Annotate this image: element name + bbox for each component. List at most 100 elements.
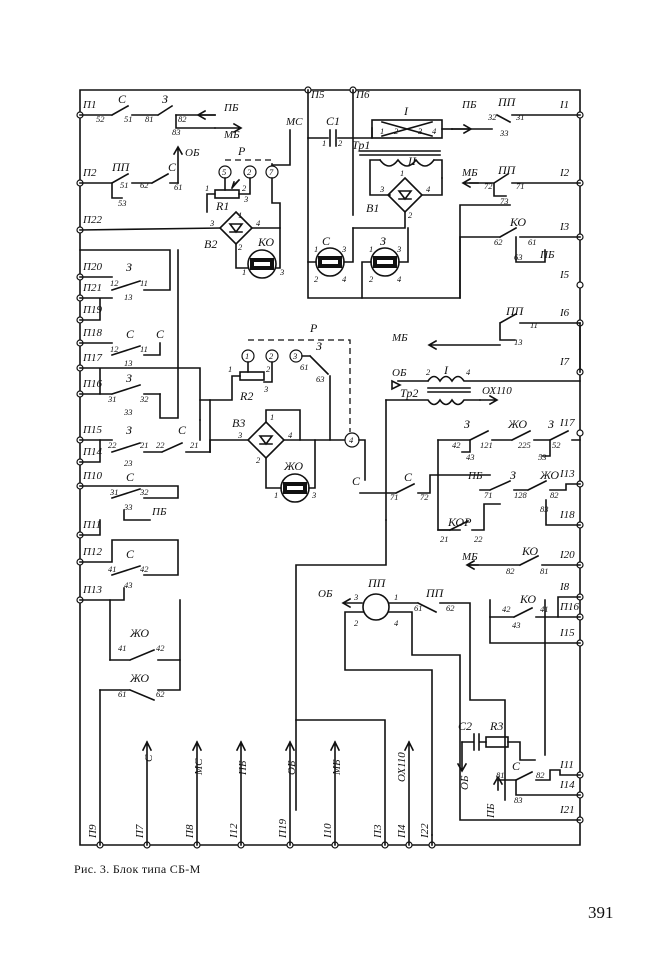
svg-text:41: 41 <box>118 643 127 653</box>
svg-text:ОБ: ОБ <box>185 147 200 159</box>
svg-text:ЖО: ЖО <box>539 468 559 482</box>
svg-text:53: 53 <box>118 198 127 208</box>
bottom-terminals: П9 П7 П8 I12 П19 I10 П3 П4 I22 <box>87 819 436 849</box>
svg-text:ПБ: ПБ <box>237 760 249 776</box>
svg-text:КО: КО <box>257 235 274 249</box>
svg-text:62: 62 <box>446 603 455 613</box>
svg-text:83: 83 <box>540 504 549 514</box>
svg-text:11: 11 <box>140 344 148 354</box>
svg-text:62: 62 <box>156 689 165 699</box>
svg-text:В1: В1 <box>366 201 379 215</box>
svg-text:2: 2 <box>256 455 261 465</box>
svg-text:ПП: ПП <box>497 95 517 109</box>
svg-text:43: 43 <box>512 620 521 630</box>
svg-text:4: 4 <box>466 367 471 377</box>
contact-group-left-middle: З 12 11 13 С С 12 11 13 З 31 32 33 З С 2… <box>79 249 211 601</box>
svg-text:1: 1 <box>274 490 278 500</box>
svg-text:81: 81 <box>145 114 154 124</box>
svg-text:ОБ: ОБ <box>286 760 298 775</box>
svg-text:32: 32 <box>139 487 149 497</box>
rc-snubber-module: C2 R3 ОБ С 81 82 83 ПБ <box>456 599 581 819</box>
relay-r2-module: Р 1 2 3 З 61 63 1 2 3 R2 В3 1 3 4 2 4 С … <box>199 321 366 503</box>
svg-text:33: 33 <box>123 502 133 512</box>
svg-text:П16: П16 <box>82 378 102 390</box>
svg-text:3: 3 <box>379 184 384 194</box>
svg-text:ОХ110: ОХ110 <box>396 752 408 782</box>
svg-text:МБ: МБ <box>461 167 478 179</box>
svg-text:61: 61 <box>300 362 309 372</box>
svg-text:61: 61 <box>174 182 183 192</box>
svg-text:32: 32 <box>139 394 149 404</box>
svg-text:С: С <box>178 423 187 437</box>
svg-text:121: 121 <box>480 440 493 450</box>
svg-text:33: 33 <box>499 128 509 138</box>
svg-text:225: 225 <box>518 440 531 450</box>
svg-text:П22: П22 <box>82 214 102 226</box>
svg-text:3: 3 <box>341 244 346 254</box>
svg-text:72: 72 <box>484 181 493 191</box>
svg-text:3: 3 <box>279 267 284 277</box>
svg-text:4: 4 <box>288 430 293 440</box>
svg-text:82: 82 <box>178 114 187 124</box>
svg-text:2: 2 <box>354 618 359 628</box>
svg-text:С: С <box>126 547 135 561</box>
svg-text:ПП: ПП <box>425 586 445 600</box>
svg-text:ЖО: ЖО <box>507 417 527 431</box>
svg-text:ПБ: ПБ <box>539 249 555 261</box>
svg-text:5: 5 <box>222 167 226 177</box>
svg-text:63: 63 <box>514 252 523 262</box>
svg-text:ОБ: ОБ <box>459 775 471 790</box>
svg-text:II: II <box>407 154 417 168</box>
svg-text:ПП: ПП <box>111 160 131 174</box>
svg-text:П14: П14 <box>82 446 102 458</box>
svg-text:4: 4 <box>342 274 347 284</box>
svg-text:1: 1 <box>238 210 242 220</box>
svg-text:ПБ: ПБ <box>461 99 477 111</box>
svg-text:31: 31 <box>515 112 525 122</box>
svg-text:ЖО: ЖО <box>129 626 149 640</box>
svg-text:51: 51 <box>120 180 129 190</box>
svg-text:82: 82 <box>550 490 559 500</box>
svg-text:22: 22 <box>156 440 165 450</box>
svg-text:62: 62 <box>140 180 149 190</box>
svg-text:С: С <box>168 160 177 174</box>
svg-text:I: I <box>443 363 449 377</box>
transformer-tp1-module: C1 1 2 I 1 2 3 4 Тр1 II 1 3 4 2 В1 С З 1… <box>307 89 511 299</box>
svg-text:З: З <box>126 260 132 274</box>
svg-text:ПБ: ПБ <box>151 506 167 518</box>
svg-text:П7: П7 <box>134 824 146 839</box>
svg-text:ПП: ПП <box>367 576 387 590</box>
contact-group-ko-right: КО 42 41 43 <box>489 592 581 644</box>
svg-text:2: 2 <box>242 183 247 193</box>
svg-text:R3: R3 <box>489 719 503 733</box>
svg-text:41: 41 <box>108 564 117 574</box>
svg-text:П12: П12 <box>82 546 102 558</box>
svg-text:З: З <box>316 339 322 353</box>
svg-text:С: С <box>126 470 135 484</box>
svg-text:КОР: КОР <box>447 515 472 529</box>
svg-text:П11: П11 <box>82 519 101 531</box>
svg-text:1: 1 <box>242 267 246 277</box>
svg-text:1: 1 <box>270 412 274 422</box>
svg-text:52: 52 <box>96 114 105 124</box>
bottom-arrows: С МС ПБ ОБ МБ ОХ110 <box>141 719 433 846</box>
svg-text:2: 2 <box>238 242 243 252</box>
svg-text:ОБ: ОБ <box>318 588 333 600</box>
svg-text:З: З <box>548 417 554 431</box>
svg-text:П19: П19 <box>82 304 102 316</box>
svg-text:С: С <box>322 234 331 248</box>
svg-text:П9: П9 <box>87 824 99 839</box>
svg-text:I18: I18 <box>559 509 575 521</box>
svg-text:I20: I20 <box>559 549 575 561</box>
svg-text:ПП: ПП <box>497 163 517 177</box>
svg-text:I7: I7 <box>559 356 570 368</box>
svg-text:П3: П3 <box>372 824 384 839</box>
svg-text:I5: I5 <box>559 269 570 281</box>
svg-text:81: 81 <box>496 770 505 780</box>
svg-text:3: 3 <box>396 244 401 254</box>
svg-text:П16: П16 <box>559 601 579 613</box>
svg-text:ЖО: ЖО <box>283 459 303 473</box>
svg-text:13: 13 <box>124 292 133 302</box>
svg-text:С: С <box>512 759 521 773</box>
svg-text:МБ: МБ <box>391 332 408 344</box>
